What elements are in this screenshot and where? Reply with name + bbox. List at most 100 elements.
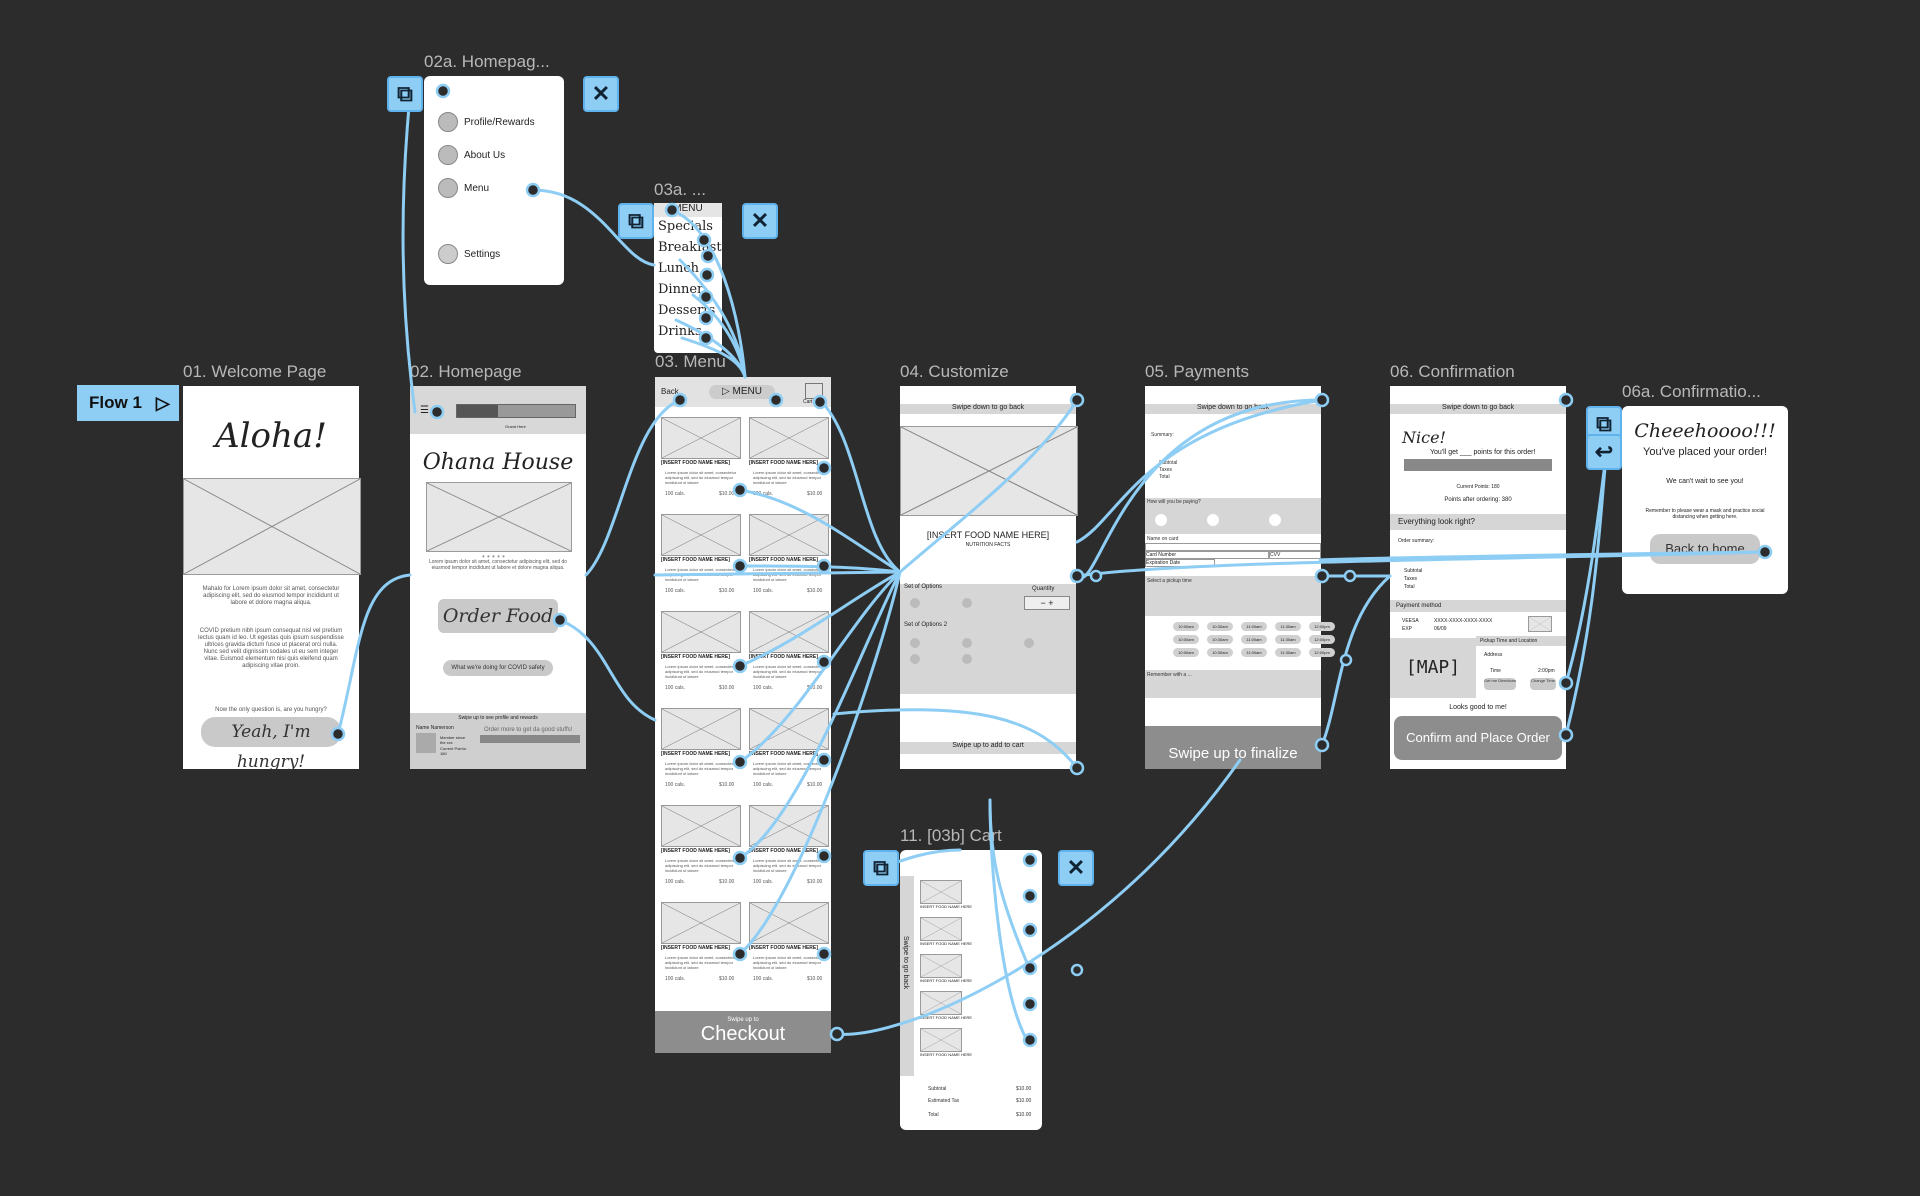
order-food-button[interactable]: Order Food — [438, 599, 558, 633]
device-frame-icon[interactable]: ⧉ — [863, 850, 899, 886]
overlay-menu-item[interactable]: Breakfast — [658, 240, 722, 255]
food-image-placeholder — [749, 417, 829, 459]
time-slot-button[interactable]: 11:00am — [1241, 635, 1267, 644]
food-card[interactable]: [INSERT FOOD NAME HERE]Lorem ipsum dolor… — [661, 805, 743, 899]
payments-swipe-down[interactable]: Swipe down to go back — [1145, 404, 1321, 414]
time-slot-button[interactable]: 11:00am — [1241, 622, 1267, 631]
pickup-section: Select a pickup time — [1145, 576, 1321, 616]
time-slot-button[interactable]: 11:30am — [1275, 648, 1301, 657]
time-slot-button[interactable]: 12:00pm — [1309, 635, 1335, 644]
food-card[interactable]: [INSERT FOOD NAME HERE]Lorem ipsum dolor… — [749, 708, 831, 802]
quantity-stepper[interactable]: − + — [1024, 596, 1070, 610]
cart-item[interactable]: INSERT FOOD NAME HERE — [920, 954, 1020, 988]
close-icon[interactable]: ✕ — [742, 203, 778, 239]
cart-item[interactable]: INSERT FOOD NAME HERE — [920, 917, 1020, 951]
map-placeholder[interactable]: [MAP] — [1390, 638, 1476, 698]
add-to-cart-hint[interactable]: Swipe up to add to cart — [900, 742, 1076, 754]
directions-button[interactable]: Get me Directions — [1484, 678, 1516, 690]
menu-item-about[interactable]: About Us — [438, 145, 505, 165]
cart-icon[interactable] — [805, 383, 823, 399]
food-card[interactable]: [INSERT FOOD NAME HERE]Lorem ipsum dolor… — [749, 514, 831, 608]
confirmation-modal: Cheeehoooo!!! You've placed your order! … — [1622, 406, 1788, 594]
time-slot-button[interactable]: 10:00am — [1173, 648, 1199, 657]
finalize-bar[interactable]: Swipe up to finalize — [1145, 726, 1321, 769]
confirm-order-button[interactable]: Confirm and Place Order — [1394, 716, 1562, 760]
covid-safety-button[interactable]: What we're doing for COVID safety — [443, 660, 553, 676]
time-slot-button[interactable]: 10:30am — [1207, 635, 1233, 644]
cart-item[interactable]: INSERT FOOD NAME HERE — [920, 880, 1020, 914]
option-radio[interactable] — [910, 598, 920, 608]
payment-method-header[interactable]: Payment method — [1390, 600, 1566, 612]
carousel-dots[interactable]: • • • • • — [482, 552, 505, 561]
back-to-home-button[interactable]: Back to home — [1650, 534, 1760, 564]
overlay-menu-item[interactable]: Drinks — [658, 324, 702, 339]
food-card[interactable]: [INSERT FOOD NAME HERE]Lorem ipsum dolor… — [661, 611, 743, 705]
food-price: $10.00 — [719, 685, 735, 691]
device-frame-icon[interactable]: ⧉ — [618, 203, 654, 239]
food-card[interactable]: [INSERT FOOD NAME HERE]Lorem ipsum dolor… — [661, 514, 743, 608]
food-card[interactable]: [INSERT FOOD NAME HERE]Lorem ipsum dolor… — [661, 902, 743, 996]
menu-item-menu[interactable]: Menu — [438, 178, 489, 198]
overlay-menu-item[interactable]: Specials — [658, 219, 713, 234]
food-card[interactable]: [INSERT FOOD NAME HERE]Lorem ipsum dolor… — [749, 902, 831, 996]
cart-item[interactable]: INSERT FOOD NAME HERE — [920, 991, 1020, 1025]
food-card[interactable]: [INSERT FOOD NAME HERE]Lorem ipsum dolor… — [661, 417, 743, 511]
menu-item-profile[interactable]: Profile/Rewards — [438, 112, 535, 132]
cart-item[interactable]: INSERT FOOD NAME HERE — [920, 1028, 1020, 1062]
card-name-field[interactable] — [1145, 543, 1321, 551]
back-link[interactable]: Back — [661, 387, 679, 396]
cvv-field[interactable]: CVV — [1269, 551, 1321, 559]
profile-drawer[interactable]: Swipe up to see profile and rewards Name… — [410, 713, 586, 769]
flow-start-tag[interactable]: Flow 1 ▷ — [77, 385, 179, 421]
time-slot-button[interactable]: 12:00pm — [1309, 622, 1335, 631]
card-exp-value: 06/09 — [1434, 626, 1447, 632]
nutrition-facts[interactable]: NUTRITION FACTS — [965, 542, 1011, 548]
menu-dropdown-button[interactable]: ▷ MENU — [709, 385, 775, 399]
hungry-button[interactable]: Yeah, I'm hungry! — [201, 717, 341, 772]
option-radio[interactable] — [1024, 638, 1034, 648]
overlay-menu-item[interactable]: Dinner — [658, 282, 704, 297]
close-icon[interactable]: ✕ — [1058, 850, 1094, 886]
back-arrow-icon[interactable]: ↩ — [1586, 434, 1622, 470]
food-price: $10.00 — [719, 976, 735, 982]
option-radio[interactable] — [962, 638, 972, 648]
time-slot-button[interactable]: 10:00am — [1173, 635, 1199, 644]
close-icon[interactable]: ✕ — [583, 76, 619, 112]
homepage-caption: Lorem ipsum dolor sit amet, consectetur … — [428, 559, 568, 571]
swipe-down-hint[interactable]: Swipe down to go back — [900, 404, 1076, 414]
food-name: [INSERT FOOD NAME HERE] — [749, 848, 818, 854]
confirmation-swipe-down[interactable]: Swipe down to go back — [1390, 404, 1566, 414]
time-slot-button[interactable]: 10:00am — [1173, 622, 1199, 631]
option-radio[interactable] — [962, 654, 972, 664]
food-card[interactable]: [INSERT FOOD NAME HERE]Lorem ipsum dolor… — [749, 611, 831, 705]
checkout-bar[interactable]: Swipe up to Checkout — [655, 1011, 831, 1053]
payment-option[interactable] — [1269, 514, 1281, 526]
menu-header: Back ▷ MENU Cart — [655, 377, 831, 407]
payment-option[interactable] — [1155, 514, 1167, 526]
option-radio[interactable] — [910, 654, 920, 664]
time-slot-button[interactable]: 11:30am — [1275, 622, 1301, 631]
cart-side-handle[interactable]: Swipe to go back — [900, 876, 914, 1076]
payment-option[interactable] — [1207, 514, 1219, 526]
menu-item-settings[interactable]: Settings — [438, 244, 500, 264]
overlay-menu-item[interactable]: Desserts — [658, 303, 716, 318]
food-card[interactable]: [INSERT FOOD NAME HERE]Lorem ipsum dolor… — [749, 417, 831, 511]
time-slot-button[interactable]: 10:30am — [1207, 622, 1233, 631]
welcome-body-2: COVID pretium nibh ipsum consequat nisl … — [198, 628, 344, 669]
change-time-button[interactable]: Change Time — [1530, 678, 1556, 690]
option-radio[interactable] — [962, 598, 972, 608]
time-slot-button[interactable]: 10:30am — [1207, 648, 1233, 657]
time-slot-button[interactable]: 12:00pm — [1309, 648, 1335, 657]
food-card[interactable]: [INSERT FOOD NAME HERE]Lorem ipsum dolor… — [661, 708, 743, 802]
time-slot-button[interactable]: 11:00am — [1241, 648, 1267, 657]
food-card[interactable]: [INSERT FOOD NAME HERE]Lorem ipsum dolor… — [749, 805, 831, 899]
card-number-field[interactable]: Card Number — [1145, 551, 1269, 559]
food-description: Lorem ipsum dolor sit amet, consectetur … — [753, 567, 825, 582]
device-frame-icon[interactable]: ⧉ — [387, 76, 423, 112]
hamburger-icon[interactable]: ☰ — [420, 405, 429, 416]
time-slot-button[interactable]: 11:30am — [1275, 635, 1301, 644]
overlay-menu-item[interactable]: Lunch — [658, 261, 700, 276]
option-radio[interactable] — [910, 638, 920, 648]
expiration-field[interactable]: Expiration Date — [1145, 559, 1215, 567]
member-since: Member since the xxx — [440, 735, 466, 745]
